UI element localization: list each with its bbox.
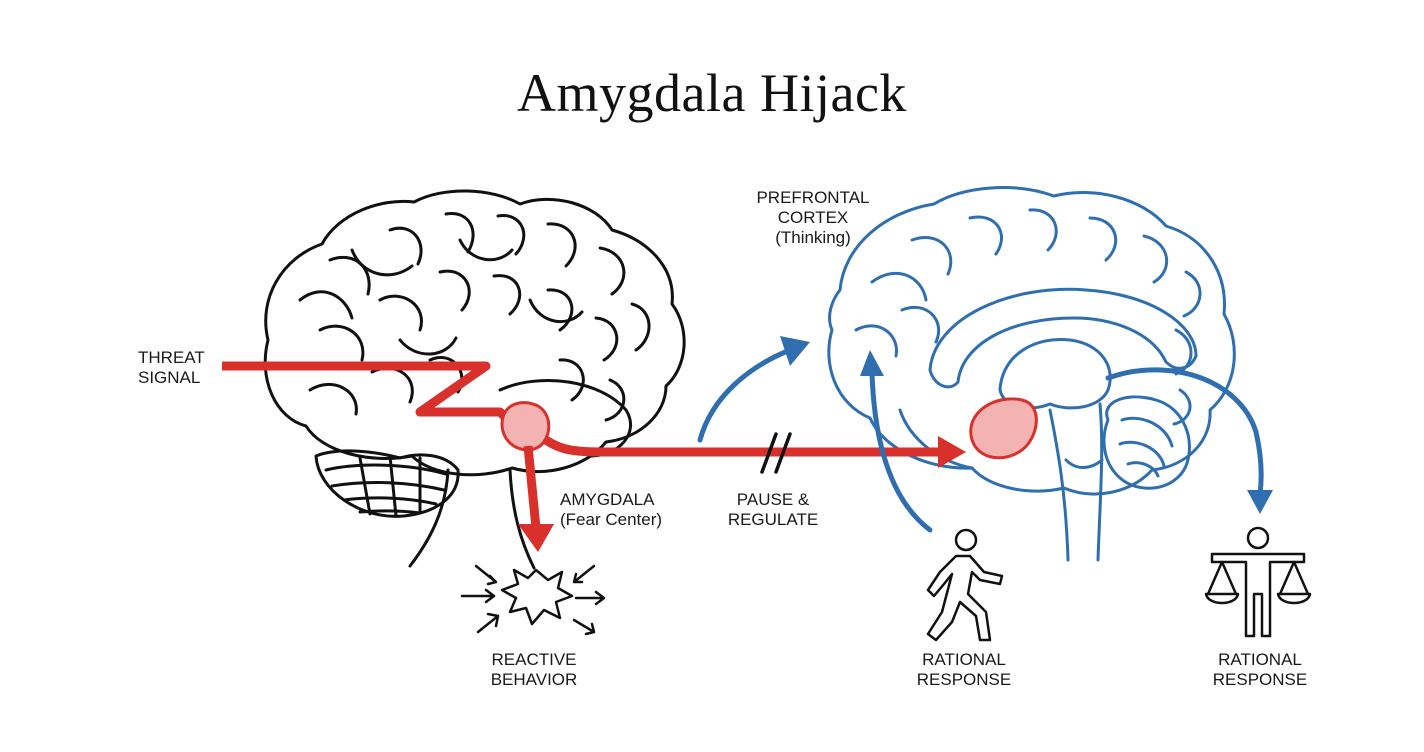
rational-arrow-up xyxy=(860,350,933,533)
threat-arrowhead xyxy=(938,436,966,468)
reactive-arrow xyxy=(523,445,541,529)
reactive-arrowhead xyxy=(518,524,554,552)
page-title: Amygdala Hijack xyxy=(517,63,907,123)
walking-person-icon xyxy=(926,528,1004,642)
rational-arrow-down xyxy=(1105,367,1273,514)
rational-response-walk-label: RATIONAL RESPONSE xyxy=(916,650,1012,689)
left-amygdala-icon xyxy=(500,401,551,452)
amygdala-label: AMYGDALA (Fear Center) xyxy=(560,490,663,529)
right-brain-icon xyxy=(827,186,1236,562)
rational-response-balance-label: RATIONAL RESPONSE xyxy=(1212,650,1308,689)
pause-regulate-label: PAUSE & REGULATE xyxy=(727,490,819,529)
burst-arrows-icon xyxy=(460,564,606,636)
right-amygdala-icon xyxy=(969,397,1038,460)
pause-break-icon xyxy=(760,432,792,474)
regulate-arrow-to-cortex xyxy=(697,336,810,443)
threat-signal-label: THREAT SIGNAL xyxy=(138,348,205,387)
prefrontal-cortex-label: PREFRONTAL CORTEX (Thinking) xyxy=(756,188,870,247)
balance-scale-person-icon xyxy=(1204,526,1312,638)
reactive-behavior-label: REACTIVE BEHAVIOR xyxy=(490,650,578,689)
